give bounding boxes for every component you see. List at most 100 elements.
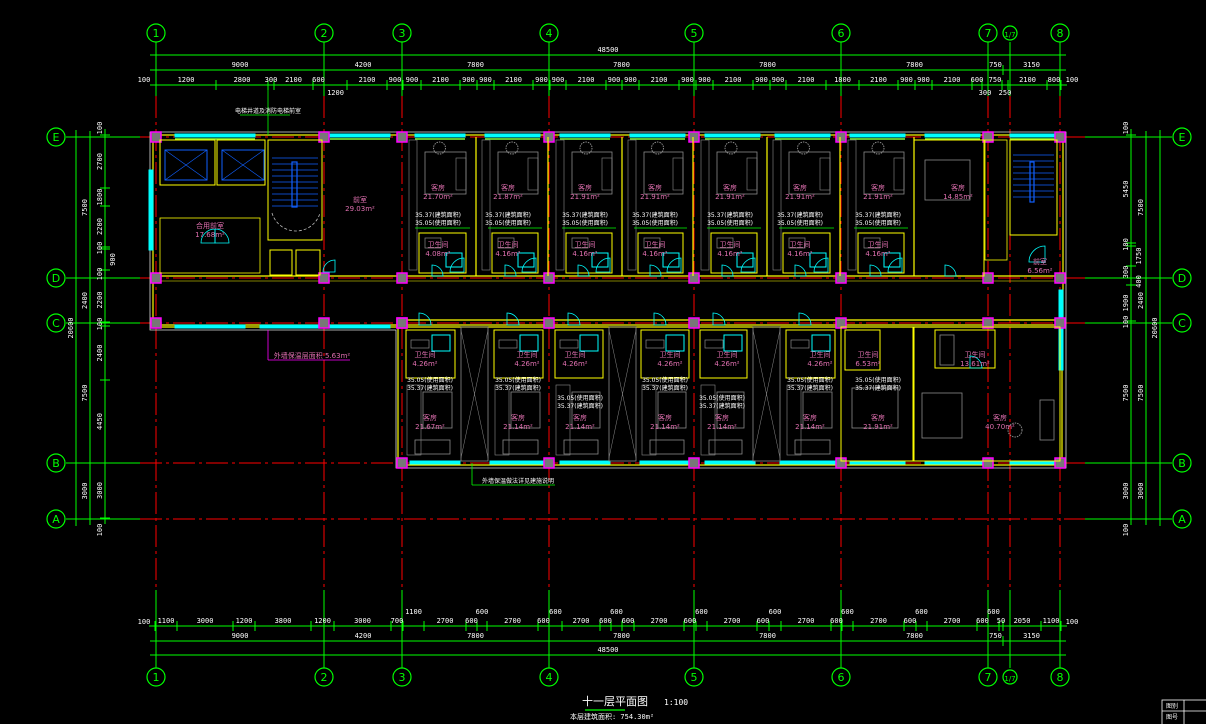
suite-bathroom: [934, 329, 996, 369]
dimension-label: 2100: [505, 76, 522, 84]
window: [409, 460, 461, 465]
dimension-label: 900: [479, 76, 492, 84]
window: [849, 133, 906, 138]
axis-label: 7: [985, 27, 992, 40]
dimension-label: 2400: [81, 292, 89, 309]
bathroom-wall: [710, 232, 758, 274]
dimension-label: 600: [904, 617, 917, 625]
sofa: [502, 439, 539, 455]
bathroom-wall: [405, 329, 456, 379]
window: [779, 460, 836, 465]
dimension-label: 7800: [467, 632, 484, 640]
dimension-label: 2100: [432, 76, 449, 84]
dimension-label: 5450: [1122, 181, 1130, 198]
dimension-label: 300: [979, 89, 992, 97]
dimension-label: 2700: [724, 617, 741, 625]
dimension-label: 3150: [1023, 61, 1040, 69]
dimension-label: 600: [971, 76, 984, 84]
door-swing: [969, 355, 983, 369]
structural-column: [396, 131, 408, 143]
axis-bubble: [831, 23, 851, 43]
shower: [431, 334, 451, 352]
dimension-label: 3000: [354, 617, 371, 625]
axis-bubble: [46, 313, 66, 333]
built-area-label: 35.37(建筑面积): [415, 211, 461, 219]
axis-label: B: [52, 457, 60, 470]
wardrobe: [786, 384, 802, 456]
shower: [591, 252, 609, 268]
dimension-label: 1200: [178, 76, 195, 84]
dimension-label: 2400: [1137, 292, 1145, 309]
bathroom-wall: [493, 329, 544, 379]
dimension-label: 600: [769, 608, 782, 616]
dimension-label: 2050: [1014, 617, 1031, 625]
bed: [510, 391, 541, 429]
bathroom-name: 卫生间: [717, 350, 738, 359]
table-decor: [797, 141, 810, 155]
elevator-car: [164, 149, 208, 181]
usable-area-label: 35.05(使用面积): [632, 219, 678, 227]
toilet: [863, 237, 881, 249]
lower-wing-wall: [397, 324, 1063, 466]
axis-label: 4: [546, 671, 553, 684]
axis-label: 8: [1057, 671, 1064, 684]
dimension-label: 3150: [1023, 632, 1040, 640]
built-area-label: 35.37(建筑面积): [407, 384, 453, 392]
door-swing: [506, 312, 520, 326]
dimension-label: 900: [624, 76, 637, 84]
door-swing: [577, 264, 590, 277]
dimension-label: 1800: [834, 76, 851, 84]
usable-area-label: 35.05(使用面积): [707, 219, 753, 227]
wardrobe: [494, 384, 510, 456]
room-area: 21.14m²: [650, 423, 680, 431]
room-name: 客房: [573, 413, 587, 422]
bathroom-area: 4.26m²: [562, 360, 587, 368]
dimension-label: 7800: [906, 632, 923, 640]
window: [329, 133, 391, 138]
door-swing: [794, 264, 807, 277]
dimension-label: 1100: [158, 617, 175, 625]
structural-column: [688, 457, 700, 469]
bathroom-area: 4.16m²: [787, 250, 812, 258]
dimension-label: 750: [989, 76, 1002, 84]
shaft-cross: [752, 329, 781, 459]
dimension-label: 1200: [314, 617, 331, 625]
room-name: 客房: [871, 413, 885, 422]
dimension-label: 900: [109, 253, 117, 266]
axis-bubble: [392, 23, 412, 43]
dimension-label: 1200: [236, 617, 253, 625]
dimension-label: 800: [1048, 76, 1061, 84]
sofa: [649, 439, 685, 455]
axis-bubble: [146, 667, 166, 687]
sofa: [708, 439, 743, 455]
bed: [802, 391, 833, 429]
room-area: 40.70m²: [985, 423, 1015, 431]
dimension-label: 900: [755, 76, 768, 84]
door-swing: [567, 312, 581, 326]
bathroom-wall: [785, 329, 836, 379]
dimension-label: 3000: [96, 482, 104, 499]
structural-column: [543, 272, 555, 284]
door-swing: [653, 312, 667, 326]
building-outline: [149, 131, 1067, 469]
structural-column: [543, 317, 555, 329]
dimension-label: 7800: [759, 61, 776, 69]
dimension-label: 7800: [759, 632, 776, 640]
structural-column: [835, 131, 847, 143]
toilet: [788, 237, 806, 249]
elevator-shaft: [216, 139, 266, 186]
dimension-label: 2100: [1019, 76, 1036, 84]
dimension-label: 900: [900, 76, 913, 84]
nightstand: [893, 157, 905, 191]
dimension-label: 2700: [870, 617, 887, 625]
axis-label: 2: [321, 27, 328, 40]
built-area-label: 35.37(建筑面积): [495, 384, 541, 392]
bathroom-wall: [491, 232, 539, 274]
dimension-label: 1800: [96, 189, 104, 206]
stair-core: [267, 139, 323, 241]
shower: [811, 334, 831, 352]
dimension-label: 2700: [944, 617, 961, 625]
shaft-room: [295, 249, 321, 276]
wardrobe: [627, 139, 637, 271]
pipe-shaft: [608, 326, 637, 462]
